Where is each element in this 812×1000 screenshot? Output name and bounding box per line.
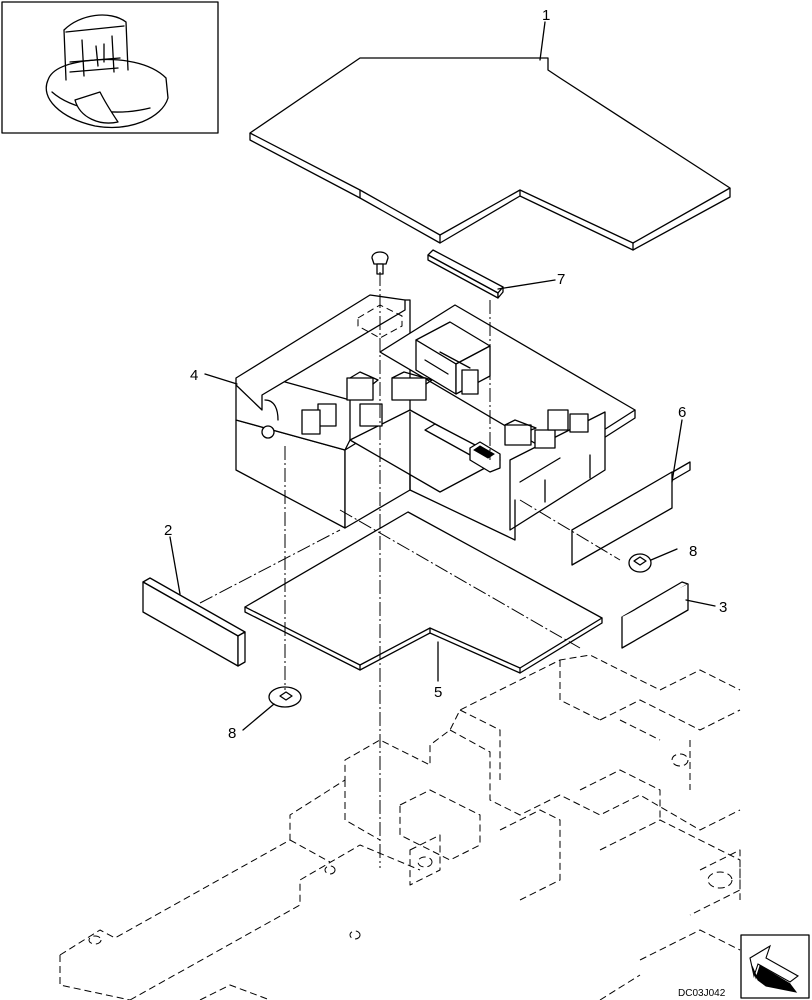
part-2-side-cover <box>142 577 246 667</box>
part-5-bottom-plate <box>244 511 603 674</box>
part-7-bar <box>427 249 504 299</box>
part-3-side-cover <box>621 581 689 649</box>
part-1-top-cover <box>249 57 731 251</box>
assembly-lines <box>199 272 621 868</box>
callout-2: 2 <box>164 522 172 539</box>
part-8-grommet-left <box>268 686 302 708</box>
callout-3: 3 <box>719 599 727 616</box>
callout-labels: 1 2 3 4 5 6 7 8 8 <box>164 7 727 742</box>
bolt <box>371 251 389 275</box>
callout-7: 7 <box>557 271 565 288</box>
callout-4: 4 <box>190 367 198 384</box>
forward-arrow-icon[interactable] <box>740 934 810 999</box>
part-8-grommet-right <box>628 553 652 573</box>
machine-frame-outline <box>59 654 741 1000</box>
part-6-cover-strip <box>571 461 691 566</box>
drawing-code: DC03J042 <box>678 988 726 999</box>
callout-1: 1 <box>542 7 550 24</box>
callout-5: 5 <box>434 684 442 701</box>
callout-8-left: 8 <box>228 725 236 742</box>
machine-inset-thumbnail <box>1 1 219 134</box>
part-4-control-box <box>235 294 636 541</box>
excavator-thumbnail-icon <box>45 14 169 128</box>
callout-6: 6 <box>678 404 686 421</box>
callout-8-right: 8 <box>689 543 697 560</box>
leader-lines <box>169 21 716 731</box>
